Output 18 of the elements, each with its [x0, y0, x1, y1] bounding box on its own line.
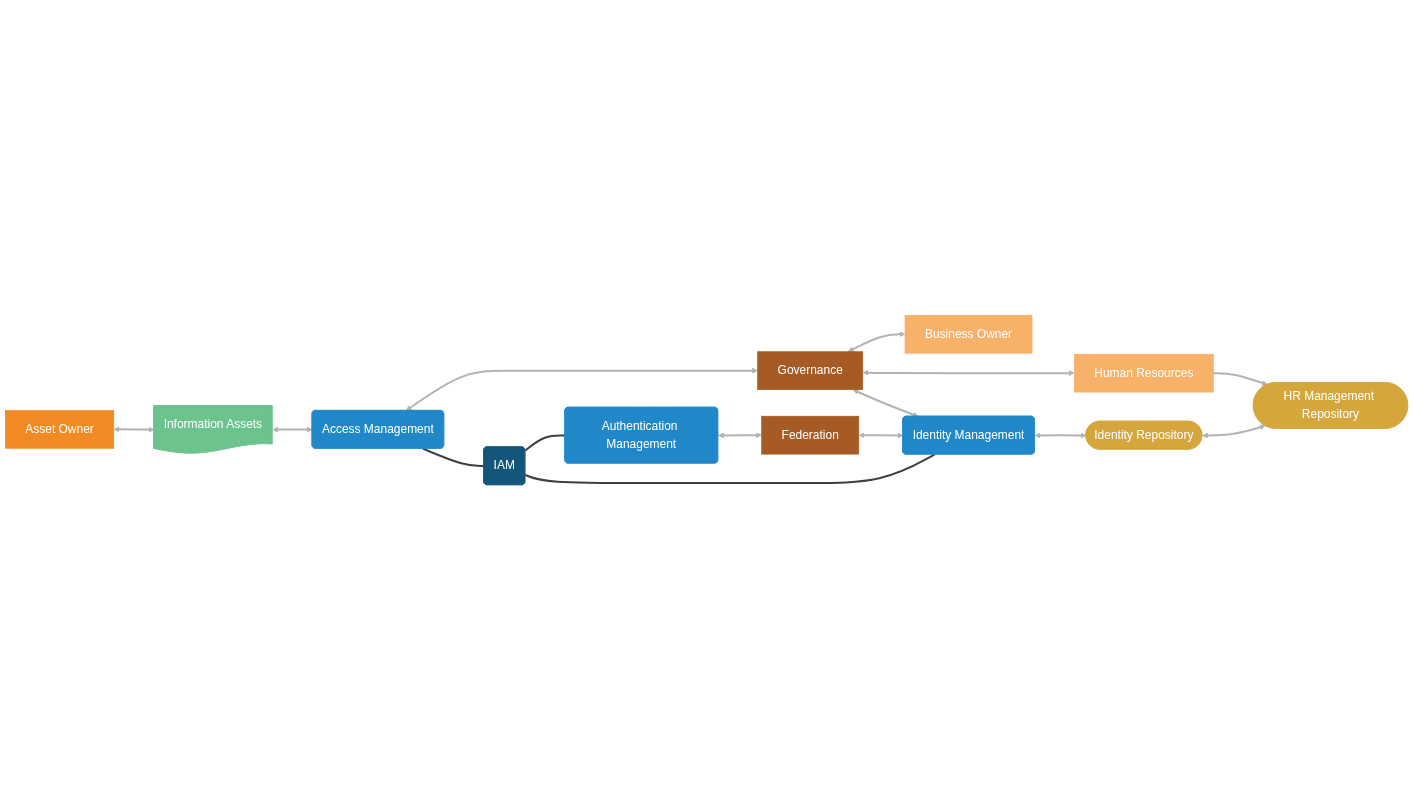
arrow	[1212, 372, 1268, 386]
node-box: Federation	[761, 415, 860, 455]
arrow	[1034, 432, 1087, 439]
arrow	[847, 331, 906, 352]
arrow	[862, 369, 1075, 377]
arrow	[113, 426, 155, 433]
arrow	[858, 432, 904, 439]
node-box: Governance	[757, 351, 864, 390]
connector	[421, 447, 485, 468]
node-box: Human Resources	[1073, 353, 1214, 393]
arrow	[852, 389, 919, 418]
arrow	[405, 367, 758, 411]
arrow	[272, 426, 313, 433]
arrow	[1202, 424, 1266, 439]
arrow	[718, 432, 762, 439]
node-box: Business Owner	[904, 314, 1033, 354]
connector	[524, 453, 936, 485]
node-box: Asset Owner	[5, 410, 115, 449]
